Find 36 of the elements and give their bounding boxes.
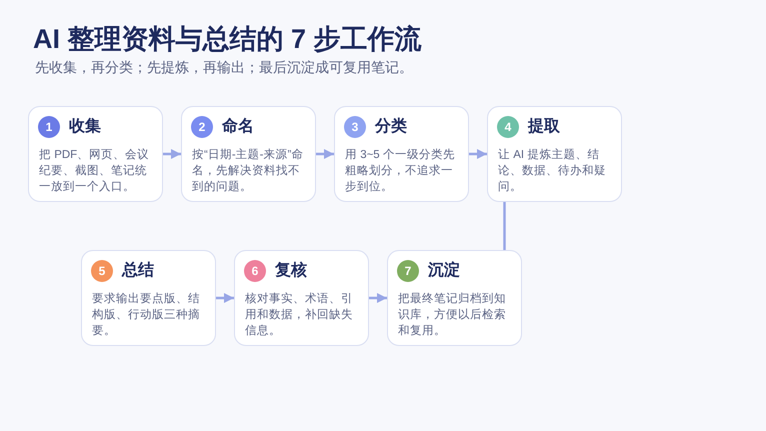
step-description: 把 PDF、网页、会议纪要、截图、笔记统一放到一个入口。 [39,147,150,195]
step-description: 要求输出要点版、结构版、行动版三种摘要。 [92,292,201,339]
connector-line [503,202,506,250]
step-card [28,106,163,202]
subtitle: 先收集，再分类；先提炼，再输出；最后沉淀成可复用笔记。 [35,58,413,76]
step-description: 让 AI 提炼主题、结论、数据、待办和疑问。 [498,147,607,195]
arrow [369,293,387,303]
step-title: 沉淀 [428,260,460,281]
step-description: 核对事实、术语、引用和数据，补回缺失信息。 [245,291,354,339]
step-description: 按“日期-主题-来源”命名，先解决资料找不到的问题。 [192,147,304,195]
step-card [487,106,622,202]
number-circle: 7 [397,260,419,282]
arrow [163,149,181,159]
step-card [334,106,469,202]
step-description: 用 3~5 个一级分类先粗略划分，不追求一步到位。 [345,148,456,195]
arrow [316,149,334,159]
step-title: 复核 [275,260,307,281]
arrow [216,293,234,303]
number-circle: 5 [91,260,113,282]
step-title: 分类 [375,116,407,137]
number-circle: 4 [497,116,519,138]
step-description: 把最终笔记归档到知识库，方便以后检索和复用。 [398,292,507,339]
step-card [234,250,369,346]
step-card [81,250,216,346]
number-circle: 2 [191,116,213,138]
step-title: 总结 [122,260,154,281]
step-title: 命名 [222,116,254,137]
number-circle: 3 [344,116,366,138]
number-circle: 6 [244,260,266,282]
arrow [469,149,487,159]
number-circle: 1 [38,116,60,138]
step-card [181,106,316,202]
step-title: 收集 [69,116,101,137]
diagram-title: AI 整理资料与总结的 7 步工作流 [33,23,422,56]
step-card [387,250,522,346]
step-title: 提取 [528,116,560,137]
